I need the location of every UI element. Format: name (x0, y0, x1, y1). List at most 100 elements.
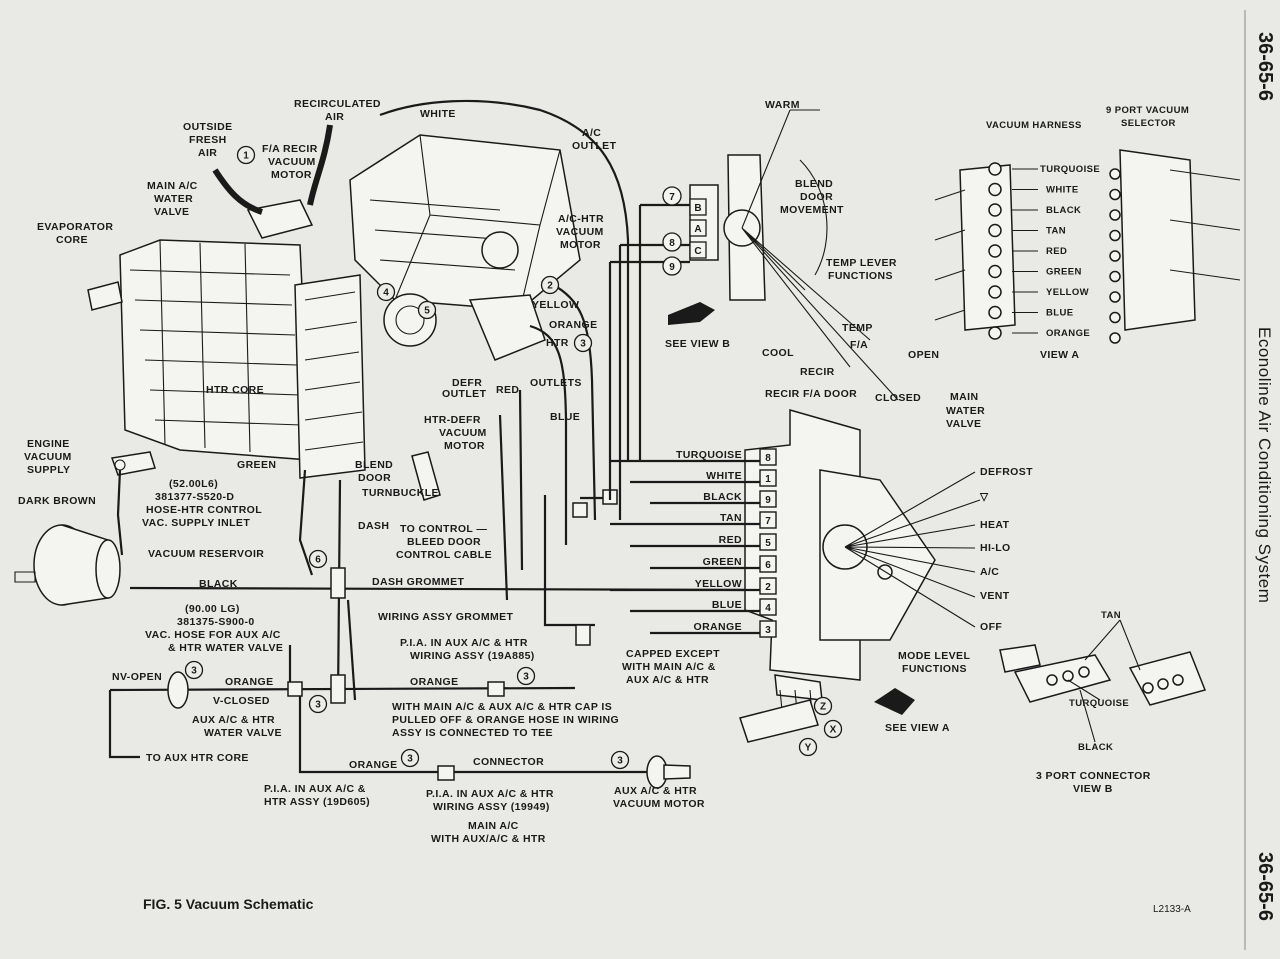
port-number: 8 (765, 453, 771, 464)
svg-text:FUNCTIONS: FUNCTIONS (828, 270, 893, 282)
svg-text:VACUUM: VACUUM (439, 427, 487, 439)
port-color-label: ORANGE (694, 621, 743, 633)
view-a-color-label: TURQUOISE (1040, 164, 1100, 175)
svg-text:DOOR: DOOR (800, 191, 833, 203)
svg-text:3 PORT CONNECTOR: 3 PORT CONNECTOR (1036, 770, 1151, 782)
svg-text:OUTLET: OUTLET (442, 388, 487, 400)
svg-text:AUX A/C & HTR: AUX A/C & HTR (626, 674, 709, 686)
view-b-port-circle (662, 186, 682, 206)
mode-position-label: VENT (980, 590, 1010, 602)
svg-text:WITH MAIN A/C & AUX A/C & HTR: WITH MAIN A/C & AUX A/C & HTR CAP IS (392, 701, 612, 713)
port-number-box (759, 490, 777, 508)
view-a-port (988, 326, 1002, 340)
selector-port (1109, 270, 1121, 283)
selector-port (1109, 168, 1121, 180)
svg-text:ASSY IS CONNECTED TO TEE: ASSY IS CONNECTED TO TEE (392, 727, 553, 739)
wiring-assy-grommet-label: WIRING ASSY GROMMET (378, 611, 514, 623)
view-a-port (988, 162, 1002, 176)
to-aux-htr-core-label: TO AUX HTR CORE (146, 752, 249, 764)
svg-text:MODE LEVEL: MODE LEVEL (898, 650, 970, 662)
svg-text:MAIN A/C: MAIN A/C (468, 820, 519, 832)
cool-label: COOL (762, 347, 794, 359)
htr-core-label: HTR CORE (206, 384, 264, 396)
port-color-label: GREEN (703, 556, 742, 568)
callout-circle (376, 282, 396, 302)
callout-number: 5 (424, 306, 430, 317)
port-number-box (759, 469, 777, 487)
view-b-port-circle (662, 232, 682, 252)
nv-open-label: NV-OPEN (112, 671, 162, 683)
view-b-port-box (689, 241, 707, 259)
view-a-color-label: TAN (1046, 226, 1066, 237)
svg-text:WATER: WATER (946, 405, 985, 417)
selector-port (1109, 291, 1121, 303)
svg-text:SUPPLY: SUPPLY (27, 464, 70, 476)
cap-note-label: WITH MAIN A/C & AUX A/C & HTR CAP ISPULL… (392, 701, 619, 739)
svg-text:381375-S900-0: 381375-S900-0 (177, 616, 255, 628)
connector-label: CONNECTOR (473, 756, 544, 768)
svg-text:OUTLETS: OUTLETS (530, 377, 582, 389)
svg-text:AIR: AIR (325, 111, 344, 123)
view-a-port (988, 223, 1002, 238)
port-number: 7 (765, 516, 771, 527)
view-a-color-label: ORANGE (1046, 328, 1090, 339)
svg-text:WATER VALVE: WATER VALVE (204, 727, 282, 739)
selector-port (1109, 188, 1121, 201)
port-number-box (759, 533, 777, 551)
svg-text:CONTROL CABLE: CONTROL CABLE (396, 549, 492, 561)
callout-circle (573, 333, 593, 353)
svg-text:& HTR WATER VALVE: & HTR WATER VALVE (168, 642, 283, 654)
view-b-port-box (689, 198, 707, 216)
mode-position-label: DEFROST (980, 466, 1033, 478)
svg-text:MOTOR: MOTOR (560, 239, 601, 251)
blue-hose-label: BLUE (550, 411, 580, 423)
svg-text:TO CONTROL —: TO CONTROL — (400, 523, 487, 535)
turquoise-label: TURQUOISE (1069, 698, 1129, 709)
port-number-box (759, 620, 777, 638)
svg-text:MOTOR: MOTOR (271, 169, 312, 181)
svg-text:HTR: HTR (546, 337, 569, 349)
svg-text:SELECTOR: SELECTOR (1121, 118, 1176, 129)
view-a-color-label: YELLOW (1046, 287, 1089, 298)
vacuum-harness-label: VACUUM HARNESS (986, 120, 1082, 131)
view-a-color-label: BLUE (1046, 308, 1073, 319)
dash-label: DASH (358, 520, 389, 532)
svg-text:VALVE: VALVE (946, 418, 981, 430)
svg-text:OUTSIDE: OUTSIDE (183, 121, 232, 133)
port-color-label: TAN (720, 512, 742, 524)
svg-text:MAIN A/C: MAIN A/C (147, 180, 198, 192)
svg-text:WIRING ASSY (19A885): WIRING ASSY (19A885) (410, 650, 535, 662)
recir-label: RECIR (800, 366, 835, 378)
callout-circle (540, 275, 560, 295)
view-b-port-circle (662, 256, 682, 276)
selector-port-row: TAN 7 (610, 511, 777, 529)
svg-text:WATER: WATER (154, 193, 193, 205)
view-a-connector (934, 149, 1241, 344)
closed-label: CLOSED (875, 392, 921, 404)
figure-caption: FIG. 5 Vacuum Schematic (143, 896, 314, 912)
selector-port (1109, 250, 1121, 262)
svg-text:WITH MAIN A/C &: WITH MAIN A/C & (622, 661, 716, 673)
view-b-port-num: 7 (669, 192, 675, 203)
svg-text:HTR-DEFR: HTR-DEFR (424, 414, 481, 426)
view-a-color-label: WHITE (1046, 185, 1079, 196)
callout-number: 2 (547, 281, 553, 292)
callout-number: 4 (383, 288, 389, 299)
view-a-label: VIEW A (1040, 349, 1079, 361)
port-color-label: TURQUOISE (676, 449, 742, 461)
selector-port (1109, 209, 1121, 221)
port-number: 2 (765, 582, 771, 593)
